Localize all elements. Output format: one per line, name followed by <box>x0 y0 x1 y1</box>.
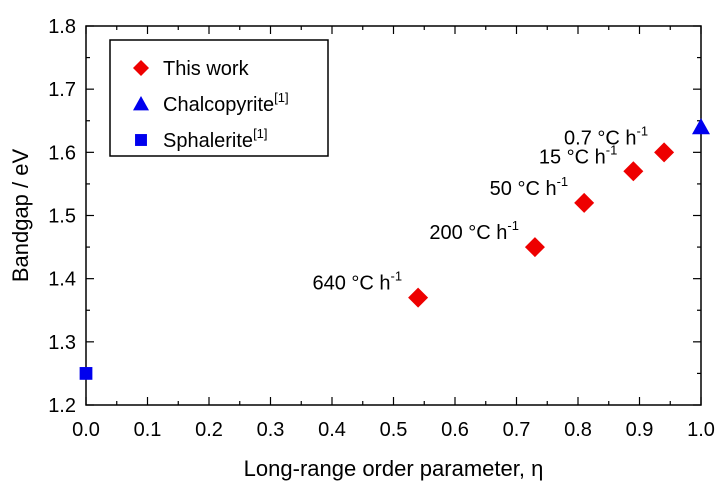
y-axis-title: Bandgap / eV <box>8 149 33 283</box>
x-tick-label: 0.2 <box>195 419 223 441</box>
x-axis-title: Long-range order parameter, η <box>244 456 544 481</box>
y-tick-label: 1.6 <box>48 142 76 164</box>
data-point-diamond <box>654 142 675 163</box>
x-tick-label: 0.9 <box>626 419 654 441</box>
data-point-diamond <box>623 161 644 182</box>
data-point-diamond <box>574 192 595 213</box>
x-tick-label: 0.8 <box>564 419 592 441</box>
data-label: 640 °C h-1 <box>312 269 402 295</box>
legend-entry: Sphalerite[1] <box>163 126 268 152</box>
data-label-sup: -1 <box>557 174 569 189</box>
legend-entry-sup: [1] <box>274 90 288 105</box>
x-tick-label: 0.3 <box>257 419 285 441</box>
x-tick-label: 0.4 <box>318 419 346 441</box>
legend-entry: This work <box>163 58 250 80</box>
legend-entry: Chalcopyrite[1] <box>163 90 289 116</box>
data-point-diamond <box>524 237 545 258</box>
x-tick-label: 0.5 <box>380 419 408 441</box>
data-label-main: 50 °C h <box>490 178 557 200</box>
x-tick-label: 0.6 <box>441 419 469 441</box>
data-label-main: 640 °C h <box>312 273 390 295</box>
legend-entry-main: Sphalerite <box>163 130 253 152</box>
data-point-square <box>79 367 93 380</box>
y-tick-label: 1.8 <box>48 16 76 38</box>
legend-entry-main: Chalcopyrite <box>163 94 274 116</box>
x-tick-label: 0.0 <box>72 419 100 441</box>
legend-entry-main: This work <box>163 58 250 80</box>
data-label: 200 °C h-1 <box>429 218 519 244</box>
y-tick-label: 1.3 <box>48 332 76 354</box>
data-point-diamond <box>408 287 429 308</box>
data-label: 0.7 °C h-1 <box>564 123 648 149</box>
y-tick-label: 1.5 <box>48 206 76 228</box>
data-point-triangle <box>692 118 710 135</box>
data-label-main: 200 °C h <box>429 222 507 244</box>
data-label-main: 0.7 °C h <box>564 127 636 149</box>
x-tick-label: 1.0 <box>687 419 715 441</box>
legend-marker-square <box>135 134 147 146</box>
data-label: 50 °C h-1 <box>490 174 569 200</box>
x-tick-label: 0.1 <box>134 419 162 441</box>
legend-marker-triangle <box>133 96 149 111</box>
data-label: 15 °C h-1 <box>539 142 618 168</box>
legend-entry-sup: [1] <box>253 126 267 141</box>
y-tick-label: 1.4 <box>48 269 76 291</box>
data-label-sup: -1 <box>391 269 403 284</box>
data-label-sup: -1 <box>637 123 649 138</box>
y-tick-label: 1.2 <box>48 395 76 417</box>
data-label-sup: -1 <box>507 218 519 233</box>
legend-marker-diamond <box>133 60 149 76</box>
x-tick-label: 0.7 <box>503 419 531 441</box>
y-tick-label: 1.7 <box>48 79 76 101</box>
data-label-sup: -1 <box>606 142 618 157</box>
data-label-main: 15 °C h <box>539 146 606 168</box>
